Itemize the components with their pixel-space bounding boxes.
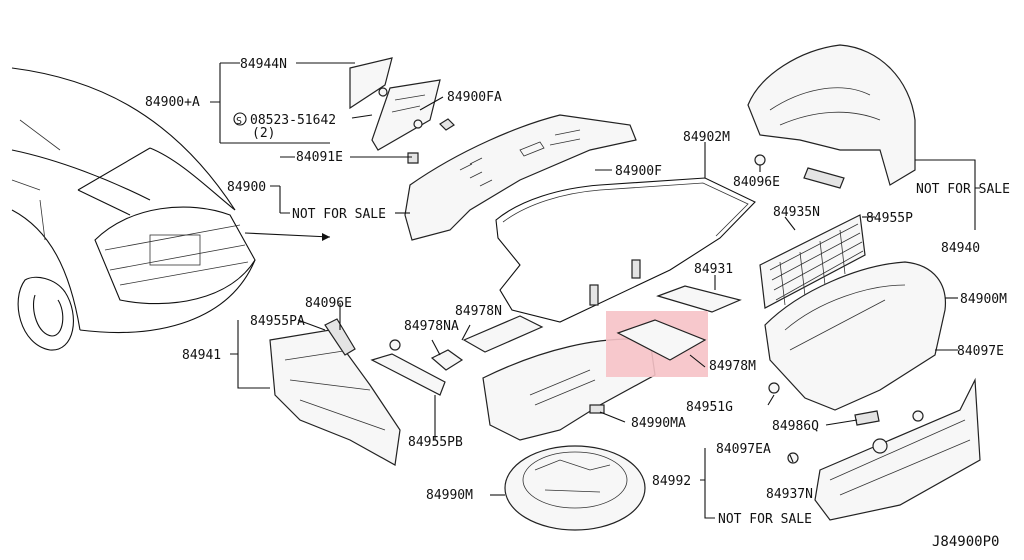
label-84096E-right: 84096E xyxy=(733,175,780,190)
label-84091E: 84091E xyxy=(296,150,343,165)
label-nfs1: NOT FOR SALE xyxy=(292,207,386,222)
trunk-trim-84900 xyxy=(404,114,637,241)
cargo-net-84935N xyxy=(759,214,866,309)
label-84935N: 84935N xyxy=(773,205,820,220)
bracket-parts xyxy=(349,57,455,164)
label-84097E: 84097E xyxy=(957,344,1004,359)
label-84900A: 84900+A xyxy=(145,95,200,110)
label-84944N: 84944N xyxy=(240,57,287,72)
screw-symbol-icon xyxy=(233,112,247,126)
label-84955PA: 84955PA xyxy=(250,314,305,329)
label-84978N: 84978N xyxy=(455,304,502,319)
label-84986Q: 84986Q xyxy=(772,419,819,434)
mat-84931 xyxy=(656,285,742,313)
small-boards xyxy=(370,315,544,396)
label-84902M: 84902M xyxy=(683,130,730,145)
trunk-mat-84902M xyxy=(495,177,756,323)
side-trim-84940 xyxy=(747,44,916,189)
board-84978M xyxy=(616,319,707,361)
label-84951G: 84951G xyxy=(686,400,733,415)
label-nfs2: NOT FOR SALE xyxy=(916,182,1010,197)
label-84990M: 84990M xyxy=(426,488,473,503)
label-84097EA: 84097EA xyxy=(716,442,771,457)
label-84900F: 84900F xyxy=(615,164,662,179)
side-trim-84941 xyxy=(269,318,401,466)
label-84096E-left: 84096E xyxy=(305,296,352,311)
label-84900: 84900 xyxy=(227,180,266,195)
callout-labels: 84944N 84900+A 08523-51642 (2) 84900FA 8… xyxy=(145,57,1010,550)
label-84900M: 84900M xyxy=(960,292,1007,307)
label-84941: 84941 xyxy=(182,348,221,363)
label-08523: 08523-51642 xyxy=(250,113,336,128)
car-outline xyxy=(11,67,331,351)
label-84978NA: 84978NA xyxy=(404,319,459,334)
leader-lines xyxy=(210,62,980,519)
label-qty2: (2) xyxy=(252,126,275,141)
label-nfs3: NOT FOR SALE xyxy=(718,512,812,527)
label-84978M: 84978M xyxy=(709,359,756,374)
label-84900FA: 84900FA xyxy=(447,90,502,105)
label-84955P: 84955P xyxy=(866,211,913,226)
label-84931: 84931 xyxy=(694,262,733,277)
tire-tray-84990M xyxy=(504,445,646,531)
label-84992: 84992 xyxy=(652,474,691,489)
diagram-code: J84900P0 xyxy=(932,534,999,550)
trim-84900M xyxy=(764,261,947,426)
screw-symbol-letter: S xyxy=(236,116,242,127)
label-84940: 84940 xyxy=(941,241,980,256)
label-84937N: 84937N xyxy=(766,487,813,502)
label-84955PB: 84955PB xyxy=(408,435,463,450)
label-84990MA: 84990MA xyxy=(631,416,686,431)
